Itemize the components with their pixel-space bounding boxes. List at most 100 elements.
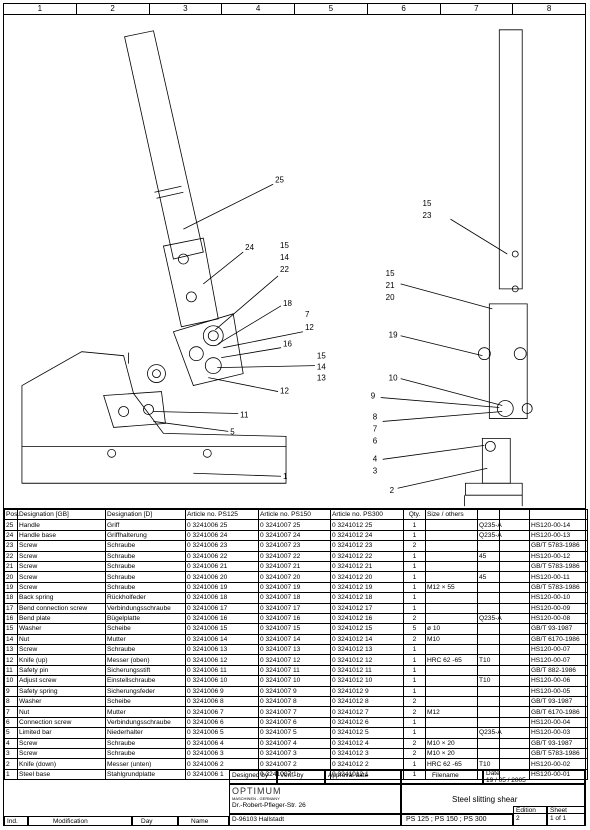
callout-r8: 8 bbox=[373, 412, 378, 421]
table-cell: Screw bbox=[17, 737, 106, 750]
table-cell: 7 bbox=[4, 706, 18, 718]
table-cell: GB/T 93-1987 bbox=[529, 623, 588, 635]
table-cell: T10 bbox=[477, 654, 500, 666]
table-cell bbox=[477, 696, 500, 708]
table-cell: 0 3241007 15 bbox=[258, 623, 331, 635]
sheet-label: Sheet bbox=[550, 807, 567, 814]
table-cell: 1 bbox=[403, 571, 426, 583]
table-cell: 2 bbox=[4, 758, 18, 770]
parts-table: Pos. Designation [GB] Designation [D] Ar… bbox=[4, 508, 588, 781]
table-cell: Handle bbox=[17, 519, 106, 531]
table-cell: 0 3241006 14 bbox=[185, 633, 259, 646]
table-cell: 1 bbox=[403, 716, 426, 729]
table-cell: 0 3241006 16 bbox=[185, 612, 259, 625]
table-cell: Washer bbox=[17, 696, 106, 708]
table-cell: 2 bbox=[403, 737, 426, 750]
table-cell: 2 bbox=[403, 696, 426, 708]
table-cell: 0 3241007 23 bbox=[258, 540, 331, 552]
table-cell: HS120-00-10 bbox=[529, 592, 588, 604]
table-cell: Limited bar bbox=[17, 727, 106, 739]
table-cell bbox=[499, 758, 530, 770]
handle-shape bbox=[124, 30, 204, 260]
callout-15: 15 bbox=[280, 241, 289, 250]
table-cell: 0 3241007 13 bbox=[258, 644, 331, 656]
table-cell: Schraube bbox=[105, 737, 186, 750]
table-cell bbox=[425, 592, 478, 604]
table-cell: Connection screw bbox=[17, 716, 106, 729]
table-cell: T10 bbox=[477, 675, 500, 687]
table-cell: HS120-00-08 bbox=[529, 612, 588, 625]
table-cell: 0 3241006 7 bbox=[185, 706, 259, 718]
table-cell: 0 3241007 21 bbox=[258, 560, 331, 573]
grid-col: 8 bbox=[546, 4, 552, 13]
table-cell: Verbindungsschraube bbox=[105, 602, 186, 614]
table-cell: 23 bbox=[4, 540, 18, 552]
callout-7: 7 bbox=[305, 310, 310, 319]
table-cell: 45 bbox=[477, 550, 500, 562]
table-cell: HS120-00-06 bbox=[529, 675, 588, 687]
table-cell: Screw bbox=[17, 540, 106, 552]
header-extra bbox=[529, 508, 588, 521]
table-cell: HS120-00-13 bbox=[529, 529, 588, 542]
table-cell: 0 3241012 11 bbox=[330, 664, 404, 677]
callout-22: 22 bbox=[280, 265, 289, 274]
header-article-ps300: Article no. PS300 bbox=[330, 508, 404, 521]
table-cell bbox=[499, 706, 530, 718]
table-cell: HS120-00-02 bbox=[529, 758, 588, 770]
table-cell: 24 bbox=[4, 529, 18, 542]
callout-r15b: 15 bbox=[386, 269, 395, 278]
table-cell: 0 3241007 19 bbox=[258, 581, 331, 594]
table-cell: 1 bbox=[403, 550, 426, 562]
table-cell: Screw bbox=[17, 581, 106, 594]
table-cell: Safety spring bbox=[17, 685, 106, 698]
table-cell: 0 3241006 21 bbox=[185, 560, 259, 573]
table-cell: GB/T 5783-1986 bbox=[529, 540, 588, 552]
table-cell: 0 3241012 5 bbox=[330, 727, 404, 739]
table-cell: GB/T 5783-1986 bbox=[529, 747, 588, 760]
table-cell bbox=[499, 560, 530, 573]
table-cell: Bend plate bbox=[17, 612, 106, 625]
table-cell: 2 bbox=[403, 540, 426, 552]
table-cell: 19 bbox=[4, 581, 18, 594]
table-cell: 0 3241007 2 bbox=[258, 758, 331, 770]
shear-drawing-svg: 25 24 15 14 22 18 7 12 16 15 14 13 12 11… bbox=[21, 29, 533, 507]
table-cell: 14 bbox=[4, 633, 18, 646]
drawing-sheet: 1 2 3 4 5 6 7 8 bbox=[3, 3, 588, 826]
table-cell: Mutter bbox=[105, 706, 186, 718]
table-cell: 13 bbox=[4, 644, 18, 656]
table-cell: 0 3241006 9 bbox=[185, 685, 259, 698]
edition-label: Edition bbox=[516, 807, 536, 814]
table-cell bbox=[425, 602, 478, 614]
table-cell: 0 3241012 12 bbox=[330, 654, 404, 666]
table-cell: 0 3241012 9 bbox=[330, 685, 404, 698]
table-cell: 0 3241006 2 bbox=[185, 758, 259, 770]
table-cell: Schraube bbox=[105, 581, 186, 594]
table-cell: 0 3241007 4 bbox=[258, 737, 331, 750]
callout-r15: 15 bbox=[423, 199, 432, 208]
table-cell: 0 3241012 18 bbox=[330, 592, 404, 604]
table-cell: 0 3241006 5 bbox=[185, 727, 259, 739]
day-label: Day bbox=[141, 818, 153, 825]
filename-label: Filename bbox=[432, 772, 459, 779]
table-cell: 16 bbox=[4, 612, 18, 625]
table-cell bbox=[499, 633, 530, 646]
table-cell bbox=[499, 716, 530, 729]
callout-r10: 10 bbox=[389, 374, 398, 383]
column-header: 1 2 3 4 5 6 7 8 bbox=[4, 4, 585, 15]
table-cell: HS120-00-05 bbox=[529, 685, 588, 698]
table-cell bbox=[499, 654, 530, 666]
table-cell bbox=[499, 644, 530, 656]
table-cell: HS120-00-03 bbox=[529, 727, 588, 739]
table-cell: Washer bbox=[17, 623, 106, 635]
table-cell: 0 3241006 22 bbox=[185, 550, 259, 562]
table-cell bbox=[499, 727, 530, 739]
table-cell: 1 bbox=[403, 727, 426, 739]
callout-1: 1 bbox=[283, 472, 288, 481]
